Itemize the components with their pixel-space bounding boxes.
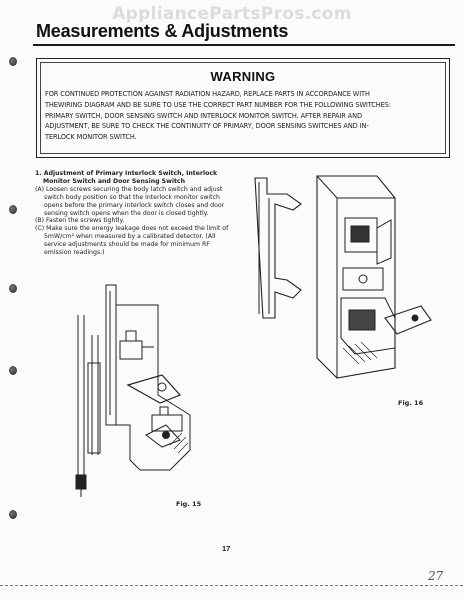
warning-line: THEWIRING DIAGRAM AND BE SURE TO USE THE…: [45, 100, 391, 109]
bottom-rule: [0, 585, 464, 586]
title-rule: [33, 44, 455, 46]
page-mark: 27: [428, 569, 444, 583]
procedure-step-a: (A) Loosen screws securing the body latc…: [35, 185, 225, 217]
procedure-step-b: (B) Fasten the screws tightly.: [35, 217, 125, 225]
warning-line: PRIMARY SWITCH, DOOR SENSING SWITCH AND …: [45, 111, 362, 120]
page-title: Measurements & Adjustments: [36, 21, 289, 41]
warning-line: TERLOCK MONITOR SWITCH.: [45, 133, 137, 142]
procedure-heading-line: Monitor Switch and Door Sensing Switch: [43, 177, 186, 185]
fig15-illustration: [75, 284, 191, 497]
fig15-caption: Fig. 15: [176, 500, 202, 508]
procedure-heading-line: 1. Adjustment of Primary Interlock Switc…: [35, 170, 218, 177]
fig16-caption: Fig. 16: [398, 399, 424, 407]
binder-hole-3: [9, 284, 17, 293]
procedure-section: 1. Adjustment of Primary Interlock Switc…: [35, 170, 235, 257]
fig16-illustration: [254, 175, 432, 379]
warning-text: FOR CONTINUED PROTECTION AGAINST RADIATI…: [45, 89, 443, 143]
procedure-step-c: (C) Make sure the energy leakage does no…: [35, 225, 229, 257]
warning-title: WARNING: [210, 69, 276, 84]
page-number: 17: [222, 544, 231, 553]
warning-inner-border: [40, 62, 446, 154]
warning-line: FOR CONTINUED PROTECTION AGAINST RADIATI…: [45, 90, 370, 98]
warning-line: ADJUSTMENT, BE SURE TO CHECK THE CONTINU…: [45, 122, 369, 131]
watermark: AppliancePartsPros.com: [112, 4, 352, 24]
binder-hole-5: [9, 510, 17, 519]
warning-box: WARNING FOR CONTINUED PROTECTION AGAINST…: [36, 58, 450, 158]
binder-hole-1: [9, 57, 17, 66]
binder-hole-4: [9, 366, 17, 375]
binder-hole-2: [9, 205, 17, 214]
procedure-heading: 1. Adjustment of Primary Interlock Switc…: [35, 170, 235, 186]
